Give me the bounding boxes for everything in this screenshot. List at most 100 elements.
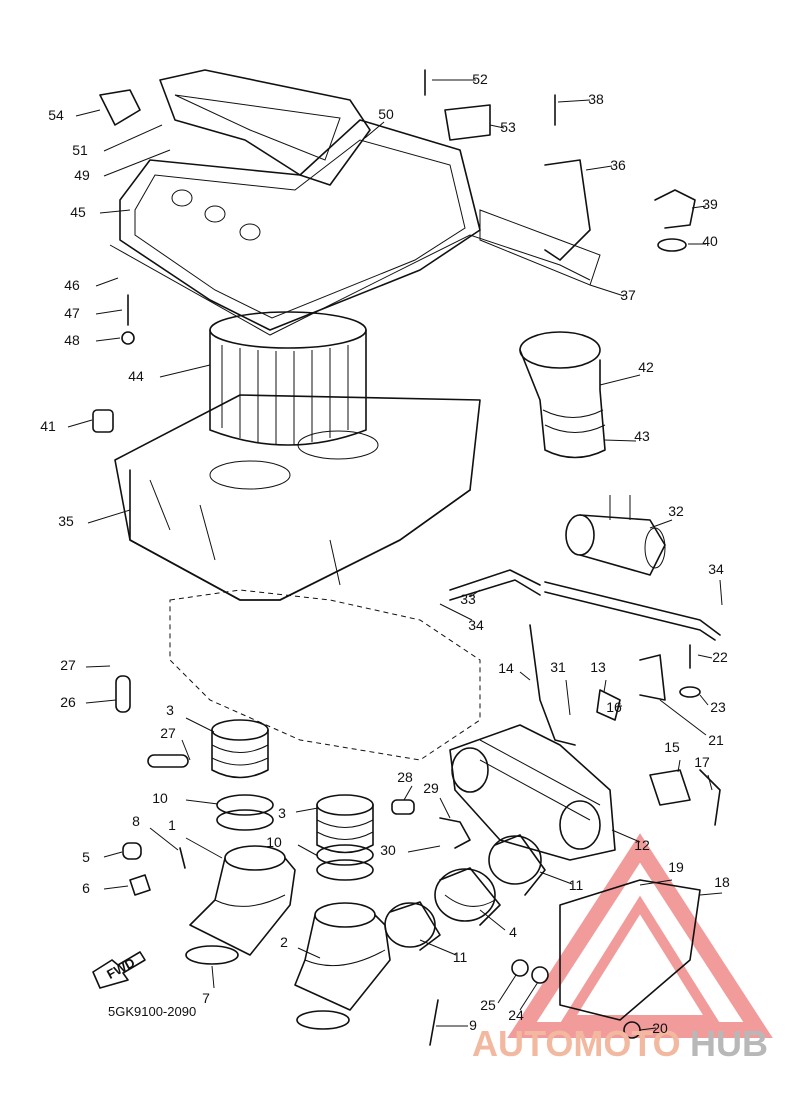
leader-line	[649, 519, 673, 529]
callout-35: 35	[58, 513, 74, 529]
fitting	[654, 189, 696, 229]
callout-18: 18	[714, 874, 730, 890]
callout-8: 8	[132, 813, 140, 829]
watermark-hub: HUB	[690, 1023, 768, 1064]
hose	[544, 591, 716, 641]
leader-line	[565, 679, 571, 716]
callout-36: 36	[610, 157, 626, 173]
cap	[122, 842, 142, 860]
leader-line	[95, 309, 123, 315]
leader-line	[539, 871, 573, 885]
leader-line	[439, 797, 451, 819]
callout-34: 34	[468, 617, 484, 633]
throttle-part	[649, 769, 691, 806]
leader-line	[103, 885, 129, 890]
callout-3: 3	[166, 702, 174, 718]
carb-joint-4	[434, 867, 501, 926]
leader-line	[697, 654, 713, 659]
leader-line	[611, 829, 641, 843]
intake-joint-2	[294, 902, 391, 1011]
air-intake-duct	[159, 69, 371, 186]
intake-joint-1	[189, 845, 296, 956]
clamp	[216, 794, 274, 816]
leader-line	[585, 165, 613, 171]
callout-22: 22	[712, 649, 728, 665]
callout-43: 43	[634, 428, 650, 444]
callout-16: 16	[606, 699, 622, 715]
leader-line	[659, 699, 707, 736]
nut	[511, 959, 529, 977]
leader-line	[639, 879, 673, 886]
callout-27: 27	[160, 725, 176, 741]
leader-line	[297, 844, 319, 857]
leader-line	[103, 851, 123, 858]
callout-44: 44	[128, 368, 144, 384]
hose	[544, 581, 721, 636]
o-ring	[185, 945, 239, 965]
fwd-label: FWD	[104, 955, 137, 982]
callout-48: 48	[64, 332, 80, 348]
callout-34: 34	[708, 561, 724, 577]
watermark-text: AUTOMOTO HUB	[472, 1023, 768, 1064]
bolt	[429, 999, 439, 1046]
callout-23: 23	[710, 699, 726, 715]
bracket-16	[639, 654, 666, 701]
carburetor-assembly	[449, 724, 616, 861]
callout-41: 41	[40, 418, 56, 434]
canister	[565, 495, 666, 576]
callout-47: 47	[64, 305, 80, 321]
hose-elbow	[439, 817, 471, 849]
leader-line	[407, 845, 441, 853]
callout-14: 14	[498, 660, 514, 676]
leader-line	[87, 509, 131, 524]
callout-37: 37	[620, 287, 636, 303]
engine-outline	[169, 589, 481, 761]
leader-line	[181, 739, 191, 761]
callout-11: 11	[453, 949, 468, 965]
callout-11: 11	[569, 877, 584, 893]
leader-line	[85, 699, 117, 704]
callout-26: 26	[60, 694, 76, 710]
leader-line	[159, 364, 211, 378]
carb-joint-lower	[316, 794, 374, 854]
callout-6: 6	[82, 880, 90, 896]
callout-42: 42	[638, 359, 654, 375]
callout-54: 54	[48, 107, 64, 123]
carb-joint-11-upper	[488, 834, 546, 896]
leader-line	[295, 807, 319, 813]
spring-cable	[699, 769, 721, 826]
choke-cable	[529, 624, 576, 746]
leader-line	[185, 799, 219, 805]
callout-30: 30	[380, 842, 396, 858]
leader-line	[479, 909, 506, 931]
leader-line	[519, 671, 531, 681]
hose-short	[147, 754, 189, 768]
leader-line	[603, 439, 637, 442]
bracket-18	[559, 879, 701, 1021]
leader-line	[185, 837, 223, 859]
callout-51: 51	[72, 142, 88, 158]
leader-line	[75, 109, 101, 117]
leader-line	[103, 149, 171, 177]
leader-line	[497, 974, 517, 1004]
sensor	[444, 104, 491, 141]
hose	[449, 579, 541, 601]
callout-28: 28	[397, 769, 413, 785]
leader-line	[557, 99, 591, 103]
callout-7: 7	[202, 990, 210, 1006]
callout-24: 24	[508, 1007, 524, 1023]
leader-line	[149, 827, 179, 851]
leader-line	[185, 717, 215, 733]
leader-line	[95, 337, 121, 342]
leader-line	[419, 939, 457, 956]
leader-line	[691, 205, 707, 209]
sensor-clip	[99, 89, 141, 126]
callout-9: 9	[469, 1017, 477, 1033]
callout-5: 5	[82, 849, 90, 865]
callout-1: 1	[168, 817, 176, 833]
bracket	[544, 159, 591, 261]
leader-line	[211, 965, 215, 989]
callout-33: 33	[460, 591, 476, 607]
callout-17: 17	[694, 754, 710, 770]
callout-53: 53	[500, 119, 516, 135]
